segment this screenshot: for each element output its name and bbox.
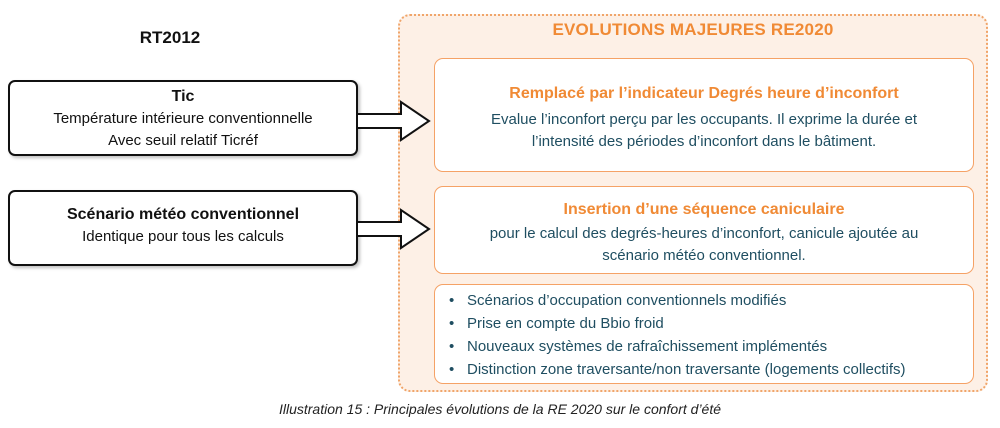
bullet-icon: • bbox=[449, 338, 455, 355]
bullet-icon: • bbox=[449, 361, 455, 378]
bullet-icon: • bbox=[449, 315, 455, 332]
bullet-item: • Scénarios d’occupation conventionnels m… bbox=[449, 289, 973, 312]
tic-line-2: Avec seuil relatif Ticréf bbox=[108, 132, 258, 149]
bullet-icon: • bbox=[449, 292, 455, 309]
bullet-item: • Nouveaux systèmes de rafraîchissement i… bbox=[449, 335, 973, 358]
arrow-right-icon bbox=[356, 100, 431, 142]
other-changes-box: • Scénarios d’occupation conventionnels m… bbox=[434, 284, 974, 384]
tic-box: Tic Température intérieure conventionnel… bbox=[8, 80, 358, 156]
bullet-item: • Prise en compte du Bbio froid bbox=[449, 312, 973, 335]
tic-heading: Tic bbox=[171, 88, 195, 105]
bullet-text: Nouveaux systèmes de rafraîchissement im… bbox=[467, 338, 828, 355]
weather-scenario-box: Scénario météo conventionnel Identique p… bbox=[8, 190, 358, 266]
bullet-text: Scénarios d’occupation conventionnels mo… bbox=[467, 292, 787, 309]
weather-scenario-heading: Scénario météo conventionnel bbox=[66, 206, 300, 223]
heatwave-sequence-heading: Insertion d’une séquence caniculaire bbox=[563, 201, 845, 218]
re2020-panel-title: EVOLUTIONS MAJEURES RE2020 bbox=[552, 20, 834, 39]
arrow-right-icon bbox=[356, 208, 431, 250]
tic-line-1: Température intérieure conventionnelle bbox=[53, 110, 313, 127]
bullet-item: • Distinction zone traversante/non traver… bbox=[449, 358, 973, 381]
discomfort-indicator-heading: Remplacé par l’indicateur Degrés heure d… bbox=[509, 85, 899, 102]
heatwave-sequence-line-1: pour le calcul des degrés-heures d’incon… bbox=[489, 225, 919, 242]
discomfort-indicator-box: Remplacé par l’indicateur Degrés heure d… bbox=[434, 58, 974, 172]
heatwave-sequence-line-2: scénario météo conventionnel. bbox=[602, 247, 806, 264]
bullet-text: Prise en compte du Bbio froid bbox=[467, 315, 664, 332]
rt2012-title: RT2012 bbox=[139, 28, 201, 47]
weather-scenario-line-1: Identique pour tous les calculs bbox=[82, 228, 284, 245]
heatwave-sequence-box: Insertion d’une séquence caniculaire pou… bbox=[434, 186, 974, 274]
bullet-text: Distinction zone traversante/non travers… bbox=[467, 361, 906, 378]
discomfort-indicator-line-1: Evalue l’inconfort perçu par les occupan… bbox=[490, 111, 918, 128]
discomfort-indicator-line-2: l’intensité des périodes d’inconfort dan… bbox=[531, 133, 877, 150]
figure-caption: Illustration 15 : Principales évolutions… bbox=[278, 401, 722, 417]
